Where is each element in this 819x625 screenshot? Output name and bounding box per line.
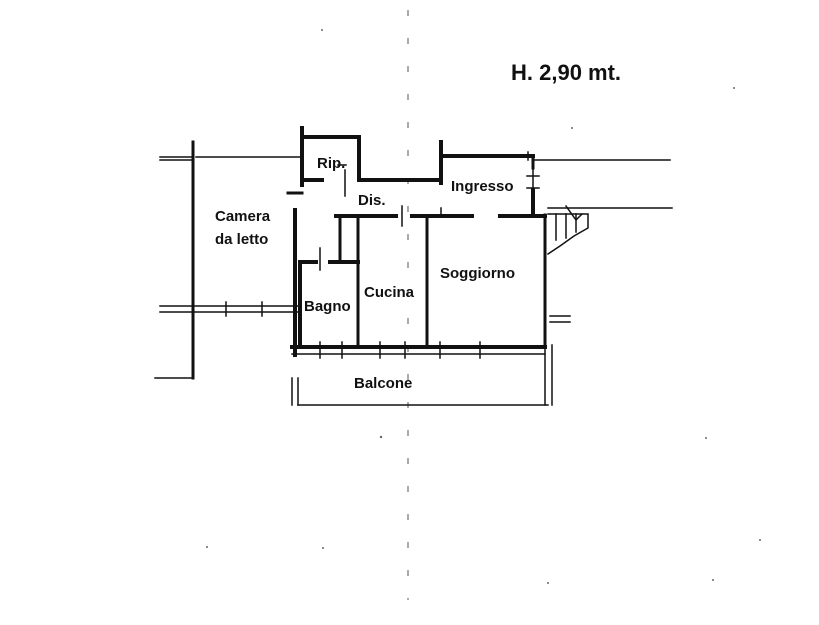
staircase	[546, 204, 589, 256]
room-label-balcone: Balcone	[354, 375, 412, 392]
height-note: H. 2,90 mt.	[511, 60, 621, 85]
room-label-bagno: Bagno	[304, 298, 351, 315]
room-label-camera-line2: da letto	[215, 231, 268, 248]
room-label-soggiorno: Soggiorno	[440, 265, 515, 282]
left-neighbour-walls	[154, 140, 301, 380]
scan-specks	[206, 29, 761, 584]
room-label-camera-line1: Camera	[215, 208, 271, 225]
balcony	[290, 341, 553, 406]
wall-ticks	[286, 164, 347, 197]
outer-walls	[293, 126, 673, 357]
room-label-dis: Dis.	[358, 192, 386, 209]
inner-walls	[298, 205, 547, 347]
room-label-cucina: Cucina	[364, 284, 415, 301]
room-label-ingresso: Ingresso	[451, 178, 514, 195]
room-label-rip: Rip.	[317, 155, 345, 172]
